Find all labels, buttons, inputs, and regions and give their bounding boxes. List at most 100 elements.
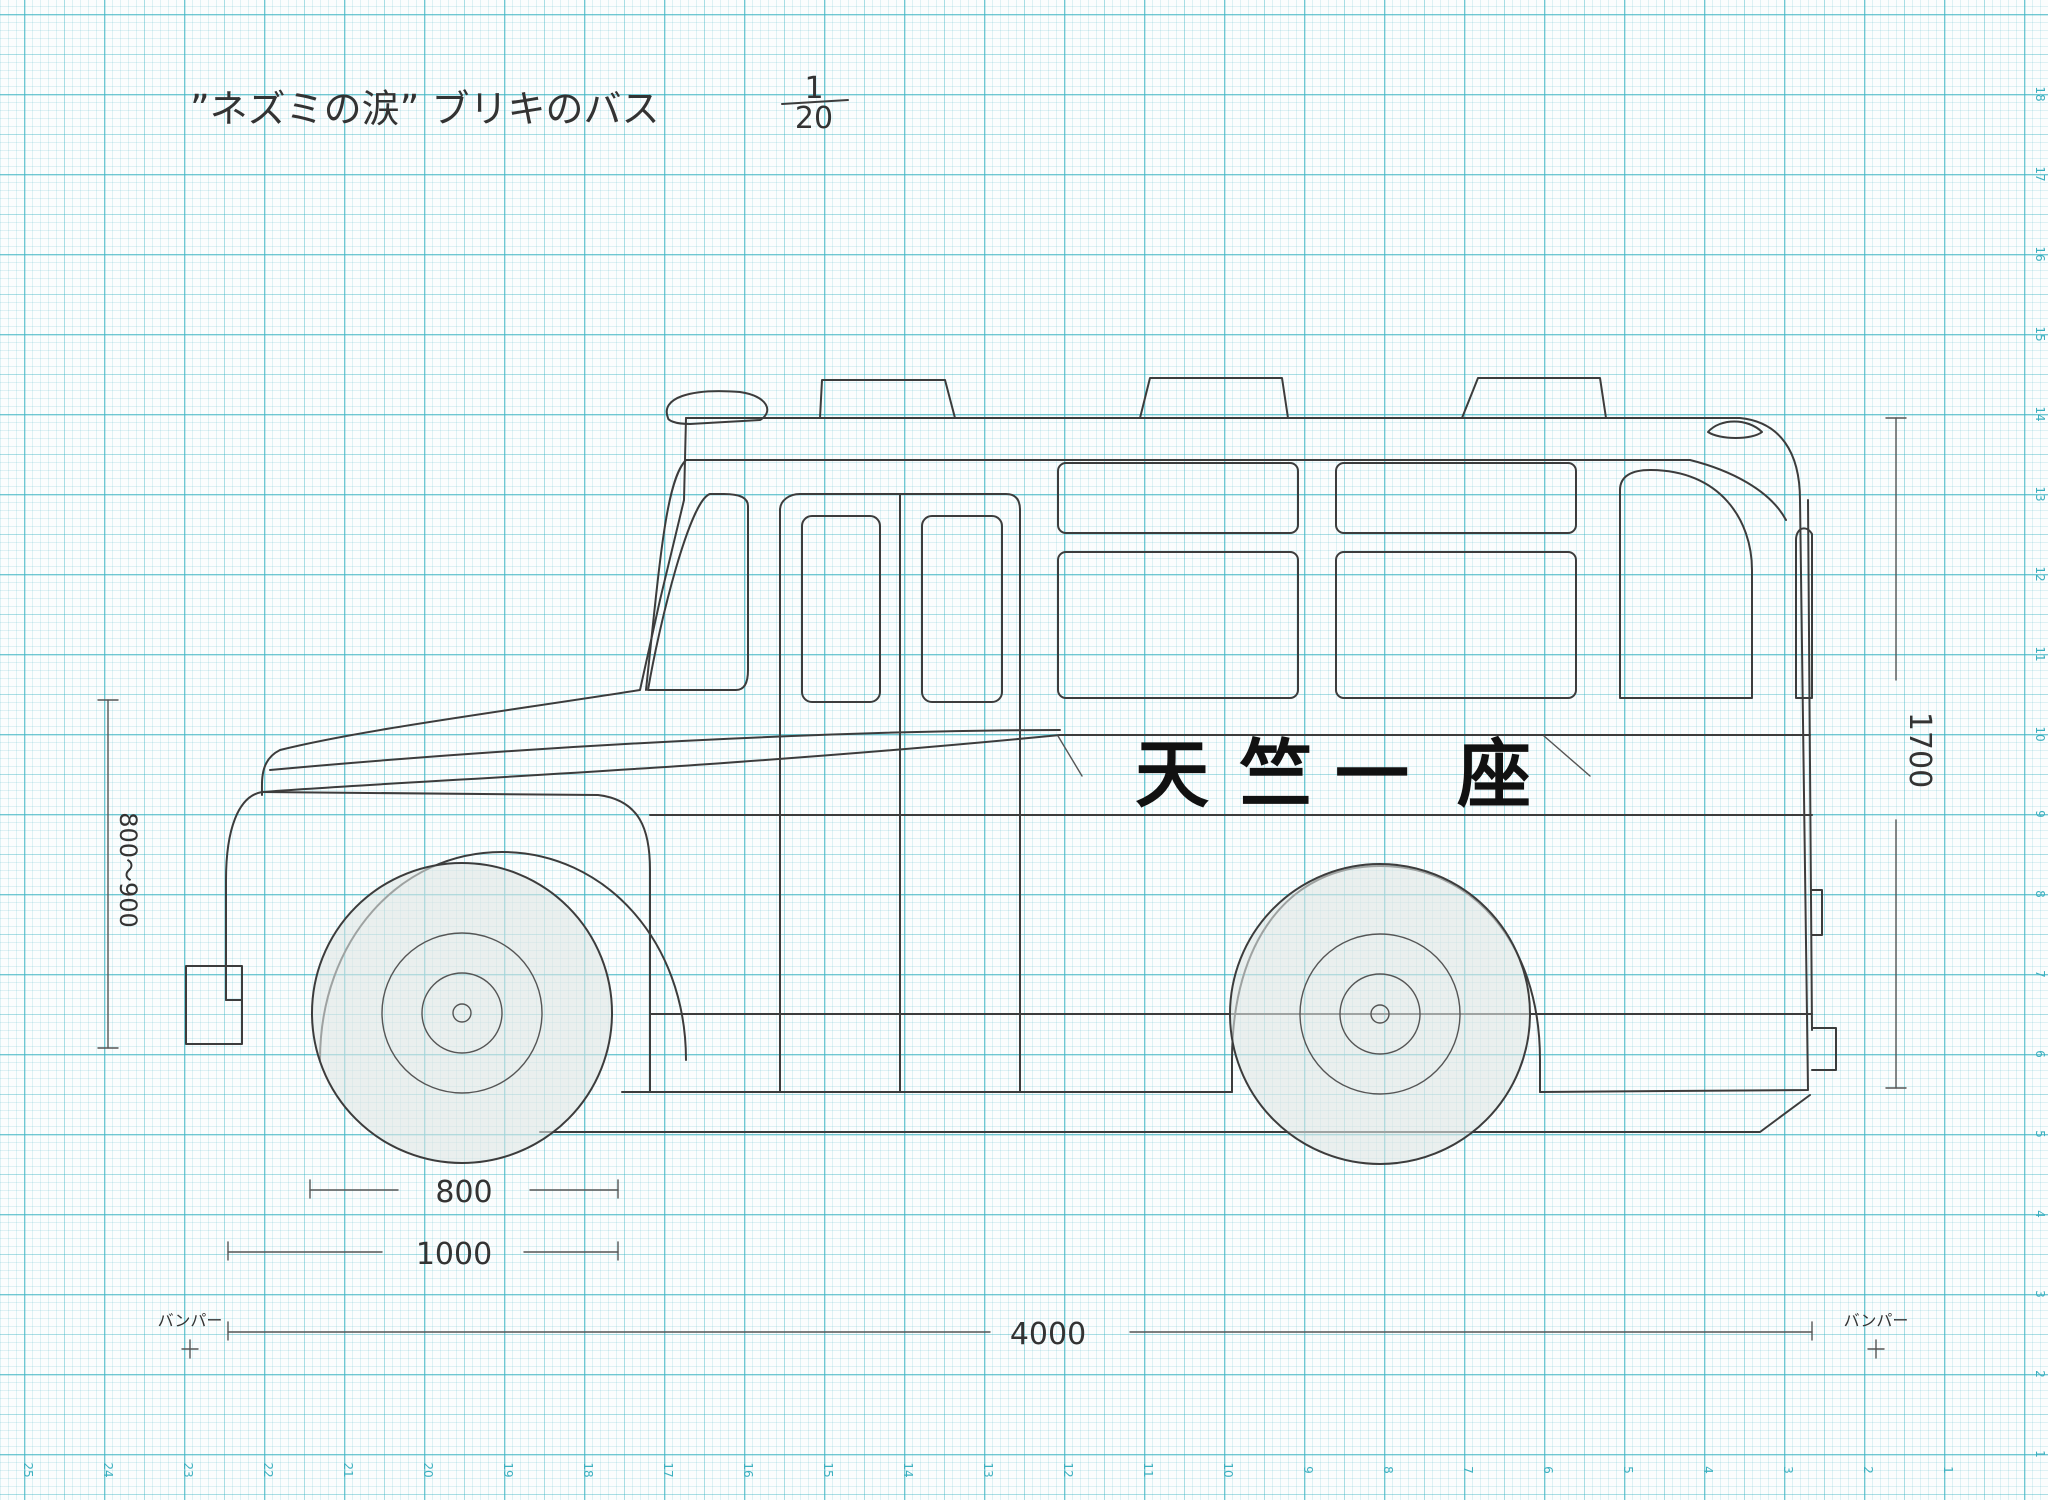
rear-axle-nut — [1370, 1004, 1390, 1024]
dim-tire-dia: 800 — [435, 1175, 492, 1210]
bottom-axis-label: 4 — [1701, 1466, 1715, 1474]
title-text: ”ネズミの涙” ブリキのバス — [190, 87, 659, 131]
front-bumper — [185, 965, 243, 1045]
right-axis-label: 12 — [2033, 566, 2047, 581]
right-axis-label: 1 — [2033, 1450, 2047, 1458]
window-upper-2 — [1335, 462, 1577, 534]
dim-1000-ticks — [227, 1241, 619, 1261]
dim-1700-ticks — [1885, 417, 1907, 1089]
front-tire — [311, 862, 613, 1164]
right-axis-label: 2 — [2033, 1370, 2047, 1378]
roof-inner-line — [685, 459, 1787, 521]
window-rear-quarter — [1619, 469, 1753, 699]
window-rear-end — [1795, 527, 1813, 699]
logo-stripe-right — [1543, 735, 1591, 777]
bumper-label-left: バンパー — [158, 1311, 223, 1330]
bus-body — [185, 417, 1837, 1133]
right-axis-label: 5 — [2033, 1130, 2047, 1138]
roof-vent-1 — [819, 379, 956, 419]
logo-stripe-left — [1057, 735, 1083, 777]
hood-top-line — [261, 734, 1811, 793]
right-axis-label: 4 — [2033, 1210, 2047, 1218]
rear-wheel — [1229, 863, 1541, 1165]
logo-char-2: 竺 — [1239, 732, 1313, 818]
right-axis-label: 11 — [2033, 646, 2047, 661]
dim-ground-clearance: 800～900 — [114, 812, 142, 928]
bottom-axis-label: 3 — [1781, 1466, 1795, 1474]
right-axis-label: 18 — [2033, 86, 2047, 101]
front-rim — [381, 932, 543, 1094]
bumper-mark-left — [181, 1339, 199, 1359]
dim-wheel-arch: 1000 — [416, 1237, 492, 1272]
bottom-axis-label: 16 — [741, 1462, 755, 1477]
right-axis-label: 8 — [2033, 890, 2047, 898]
front-profile — [260, 417, 687, 796]
hood-front — [225, 791, 263, 1001]
dim-height: 1700 — [1902, 712, 1937, 788]
roof-marker-light — [665, 390, 769, 425]
logo-block: 天 竺 一 座 — [1057, 732, 1591, 818]
bottom-axis-label: 10 — [1221, 1462, 1235, 1477]
bottom-axis-label: 5 — [1621, 1466, 1635, 1474]
door-frame — [779, 493, 1021, 1093]
logo-char-3: 一 — [1335, 732, 1409, 818]
bottom-axis-label: 11 — [1141, 1462, 1155, 1477]
right-axis-label: 6 — [2033, 1050, 2047, 1058]
bumper-label-right: バンパー — [1844, 1311, 1909, 1330]
bottom-axis-label: 22 — [261, 1462, 275, 1477]
logo-char-1: 天 — [1135, 732, 1209, 818]
door-window-left — [801, 515, 881, 703]
rear-tail-light — [1811, 889, 1823, 936]
dimensions: 800 1000 4000 バンパー バンパー 1700 800～900 — [97, 417, 1937, 1359]
right-axis-label: 16 — [2033, 246, 2047, 261]
right-axis-label: 3 — [2033, 1290, 2047, 1298]
right-axis-label: 17 — [2033, 166, 2047, 181]
bottom-axis-label: 9 — [1301, 1466, 1315, 1474]
hood-crease — [269, 729, 1061, 771]
bottom-axis-label: 14 — [901, 1462, 915, 1477]
bottom-axis-label: 20 — [421, 1462, 435, 1477]
windows — [647, 462, 1813, 703]
window-lower-2 — [1335, 551, 1577, 699]
scale-denominator: 20 — [795, 101, 833, 136]
right-axis-label: 14 — [2033, 406, 2047, 421]
sill-line — [539, 1094, 1811, 1133]
rear-tire — [1229, 863, 1531, 1165]
right-axis-label: 9 — [2033, 810, 2047, 818]
windshield-pillar — [645, 459, 687, 691]
right-axis-label: 10 — [2033, 726, 2047, 741]
bottom-axis-label: 17 — [661, 1462, 675, 1477]
bottom-axis-label: 6 — [1541, 1466, 1555, 1474]
title-block: ”ネズミの涙” ブリキのバス 1 20 — [190, 71, 849, 136]
right-axis-label: 7 — [2033, 970, 2047, 978]
dim-overall-length: 4000 — [1010, 1317, 1086, 1352]
rear-marker-light — [1707, 420, 1763, 439]
dim-4000-ticks — [227, 1321, 1813, 1341]
rear-bumper — [1811, 1027, 1837, 1071]
right-axis-label: 15 — [2033, 326, 2047, 341]
right-axis-label: 13 — [2033, 486, 2047, 501]
scale-numerator: 1 — [804, 71, 823, 106]
bottom-axis-label: 2 — [1861, 1466, 1875, 1474]
scale-fraction-bar — [781, 99, 849, 105]
bottom-axis-label: 24 — [101, 1462, 115, 1477]
rear-edge — [1807, 499, 1813, 1031]
dim-clearance-ticks — [97, 699, 119, 1049]
bottom-axis-label: 18 — [581, 1462, 595, 1477]
roof-vent-3 — [1461, 377, 1607, 419]
roof-outline — [685, 417, 1809, 1093]
logo-char-4: 座 — [1457, 732, 1531, 818]
window-lower-1 — [1057, 551, 1299, 699]
windshield — [647, 493, 749, 691]
doors — [779, 493, 1021, 1093]
bumper-mark-right — [1867, 1339, 1885, 1359]
front-wheel — [311, 851, 687, 1164]
bottom-axis-label: 19 — [501, 1462, 515, 1477]
rear-rim — [1299, 933, 1461, 1095]
dim-800-ticks — [309, 1179, 619, 1199]
bottom-axis-label: 13 — [981, 1462, 995, 1477]
roof-vent-2 — [1139, 377, 1289, 419]
bottom-axis-label: 25 — [21, 1462, 35, 1477]
